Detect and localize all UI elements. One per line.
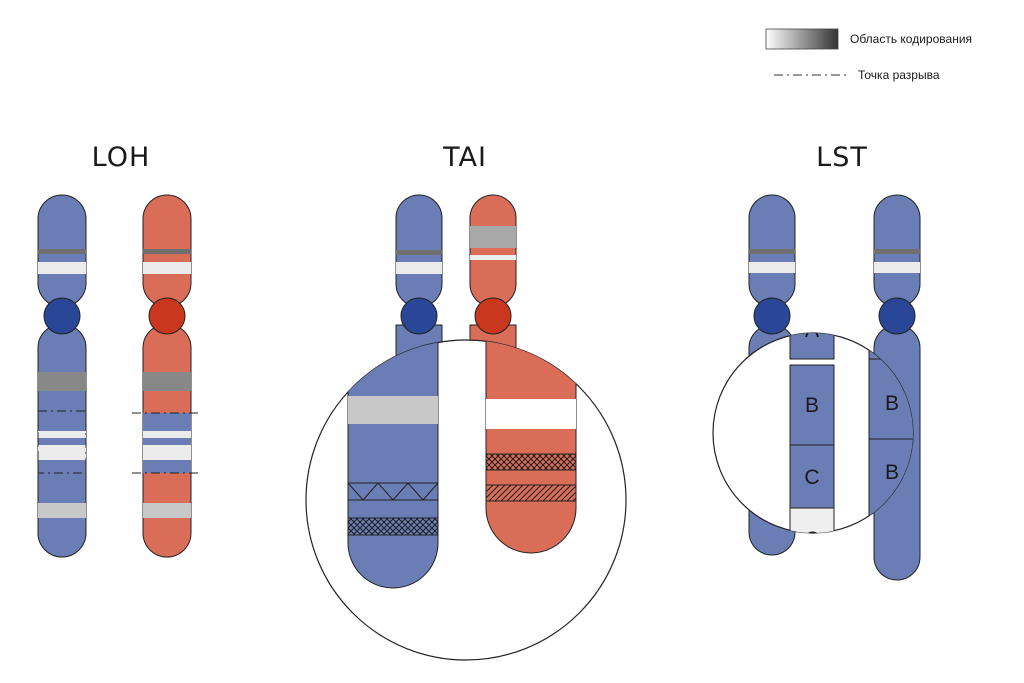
- lst-title: LST: [816, 142, 868, 173]
- band-light: [143, 445, 191, 460]
- centromere: [43, 297, 81, 335]
- crosshatch-band: [485, 453, 577, 471]
- lst-left-label-3: C: [804, 466, 819, 489]
- coding-region-label: Область кодирования: [850, 32, 972, 46]
- zigzag-band: [347, 482, 439, 501]
- band-light: [38, 445, 86, 460]
- coding-region-swatch: [765, 28, 839, 50]
- lst-left-label-2: B: [805, 394, 819, 417]
- band-dark: [38, 372, 86, 391]
- lst-left-segment-4: [789, 507, 835, 533]
- band-mid: [470, 226, 516, 248]
- band-dark: [749, 249, 795, 254]
- band-dark: [143, 249, 191, 254]
- band-light: [143, 262, 191, 274]
- lst-left-segment-3: [789, 444, 835, 509]
- lst-right-label-3: B: [885, 461, 899, 484]
- lst-left-segment-2: [789, 364, 835, 446]
- loh-panel: [37, 194, 201, 558]
- band-dark: [143, 372, 191, 391]
- centromere: [474, 297, 512, 335]
- centromere: [400, 297, 438, 335]
- band-light: [486, 399, 576, 429]
- band-dark: [874, 249, 920, 254]
- band-light: [396, 262, 442, 274]
- crosshatch-band: [347, 517, 439, 536]
- band-light: [143, 431, 191, 438]
- tai-zoom-blue-chromatid: [347, 340, 439, 589]
- breakpoint-box: [37, 410, 87, 474]
- tai-title: TAI: [442, 142, 487, 173]
- tai-zoom-content: [347, 340, 577, 589]
- diaghatch-band: [485, 484, 577, 502]
- band-mid: [143, 503, 191, 518]
- band-light: [38, 431, 86, 438]
- tai-panel: [305, 194, 627, 661]
- breakpoint-label: Точка разрыва: [858, 68, 940, 82]
- band-light: [470, 255, 516, 260]
- band-dark: [38, 249, 86, 254]
- loh-blue-chromosome: [37, 194, 87, 558]
- loh-blue-segment: [143, 413, 191, 473]
- p-arm: [469, 194, 517, 308]
- lst-left-label-4: C: [804, 528, 819, 551]
- tai-zoom-red-chromatid: [485, 340, 577, 554]
- centromere: [148, 297, 186, 335]
- centromere: [878, 297, 916, 335]
- q-arm: [37, 323, 87, 558]
- zigzag-mark: [347, 482, 439, 501]
- lst-left-segment-1: [789, 333, 835, 360]
- band-light: [749, 262, 795, 273]
- band-light: [38, 262, 86, 274]
- lst-right-label-2: B: [885, 392, 899, 415]
- loh-title: LOH: [92, 142, 151, 173]
- lst-left-label-1: A: [805, 319, 819, 342]
- lst-panel: A B C C B B B C: [712, 194, 921, 581]
- centromere: [753, 297, 791, 335]
- legend: Область кодирования Точка разрыва: [765, 28, 972, 82]
- band-dark: [396, 250, 442, 255]
- loh-red-chromosome: [132, 194, 201, 558]
- band-light: [874, 262, 920, 273]
- band-mid: [348, 396, 438, 424]
- band-mid: [38, 503, 86, 518]
